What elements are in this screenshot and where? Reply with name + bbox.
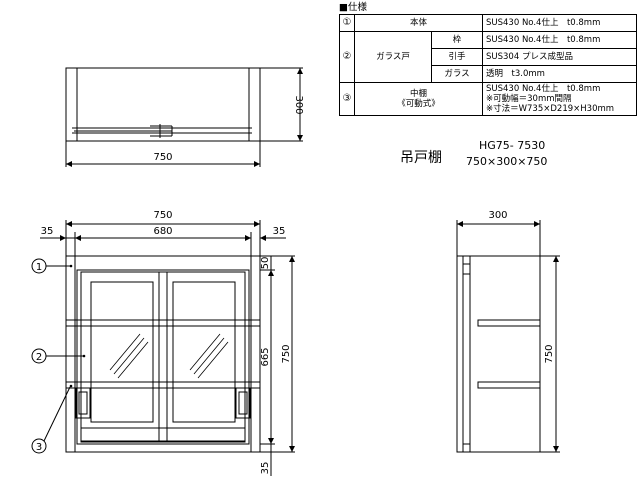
spec-value-glass: 透明 t3.0mm <box>482 65 637 83</box>
model-name: 吊戸棚 <box>400 150 442 166</box>
front-inner-width-label: 680 <box>153 226 172 237</box>
front-view <box>65 220 295 453</box>
top-depth-label: 300 <box>293 95 304 114</box>
spec-row-door-frame: ② ガラス戸 枠 SUS430 No.4仕上 t0.8mm <box>339 31 637 83</box>
callout-3-label: 3 <box>36 442 42 453</box>
side-depth-dimension: 300 <box>457 210 540 227</box>
spec-num-2: ② <box>339 31 355 83</box>
front-inner-width-dimension: 680 <box>75 226 251 241</box>
spec-title: ■仕様 <box>339 2 367 13</box>
spec-value-frame: SUS430 No.4仕上 t0.8mm <box>482 31 637 49</box>
model-code: HG75- 7530 <box>479 139 546 152</box>
spec-value-shelf: SUS430 No.4仕上 t0.8mm ※可動幅＝30mm間隔 ※寸法＝W73… <box>482 82 637 116</box>
front-bottom-gap-dimension: 35 <box>260 444 272 476</box>
spec-value-body: SUS430 No.4仕上 t0.8mm <box>482 14 637 32</box>
spec-num-1: ① <box>339 14 355 32</box>
spec-sub-frame: 枠 <box>431 31 483 49</box>
spec-value-shelf-line-2: ※可動幅＝30mm間隔 <box>486 94 572 104</box>
top-depth-dimension: 300 <box>293 68 304 141</box>
spec-sub-handle: 引手 <box>431 48 483 66</box>
top-width-dimension: 750 <box>66 152 260 167</box>
callout-1-label: 1 <box>36 262 42 273</box>
front-bottom-gap-label: 35 <box>260 462 271 475</box>
side-height-label: 750 <box>544 344 555 363</box>
front-side-left-dimension: 35 <box>40 226 75 241</box>
spec-table: ① 本体 SUS430 No.4仕上 t0.8mm ② ガラス戸 枠 SUS43… <box>339 14 637 116</box>
front-side-right-label: 35 <box>273 226 286 237</box>
model-size: 750×300×750 <box>466 155 548 168</box>
spec-name-shelf: 中棚 《可動式》 <box>354 82 483 116</box>
spec-name-door: ガラス戸 <box>354 31 432 83</box>
front-top-gap-dimension: 50 <box>260 256 272 270</box>
front-height-label: 750 <box>281 344 292 363</box>
side-height-dimension: 750 <box>544 256 559 452</box>
front-width-dimension: 750 <box>66 210 260 227</box>
spec-row-shelf: ③ 中棚 《可動式》 SUS430 No.4仕上 t0.8mm ※可動幅＝30m… <box>339 82 637 116</box>
callout-2: 2 <box>31 348 86 364</box>
side-depth-label: 300 <box>488 210 507 221</box>
side-view <box>456 220 560 453</box>
front-side-left-label: 35 <box>41 226 54 237</box>
spec-value-shelf-line-1: SUS430 No.4仕上 t0.8mm <box>486 84 601 94</box>
callout-2-label: 2 <box>36 352 42 363</box>
callout-1: 1 <box>31 258 73 274</box>
top-width-label: 750 <box>153 152 172 163</box>
spec-value-shelf-line-3: ※寸法＝W735×D219×H30mm <box>486 104 615 114</box>
spec-name-shelf-line-2: 《可動式》 <box>397 99 440 109</box>
spec-value-handle: SUS304 プレス成型品 <box>482 48 637 66</box>
front-side-right-dimension: 35 <box>260 226 286 241</box>
spec-name-shelf-line-1: 中棚 <box>409 89 427 99</box>
spec-num-3: ③ <box>339 82 355 116</box>
front-inner-height-dimension: 665 <box>260 270 274 444</box>
front-inner-height-label: 665 <box>260 347 271 366</box>
spec-row-body: ① 本体 SUS430 No.4仕上 t0.8mm <box>339 14 637 32</box>
callout-3: 3 <box>31 384 73 454</box>
glass-hatch-left <box>109 333 149 379</box>
front-height-dimension: 750 <box>281 256 295 452</box>
glass-hatch-right <box>189 333 229 379</box>
top-view <box>65 67 303 167</box>
front-top-gap-label: 50 <box>260 257 271 270</box>
front-width-label: 750 <box>153 210 172 221</box>
spec-name-body: 本体 <box>354 14 483 32</box>
spec-row-door-glass: ガラス 透明 t3.0mm <box>340 65 637 83</box>
spec-sub-glass: ガラス <box>431 65 483 83</box>
